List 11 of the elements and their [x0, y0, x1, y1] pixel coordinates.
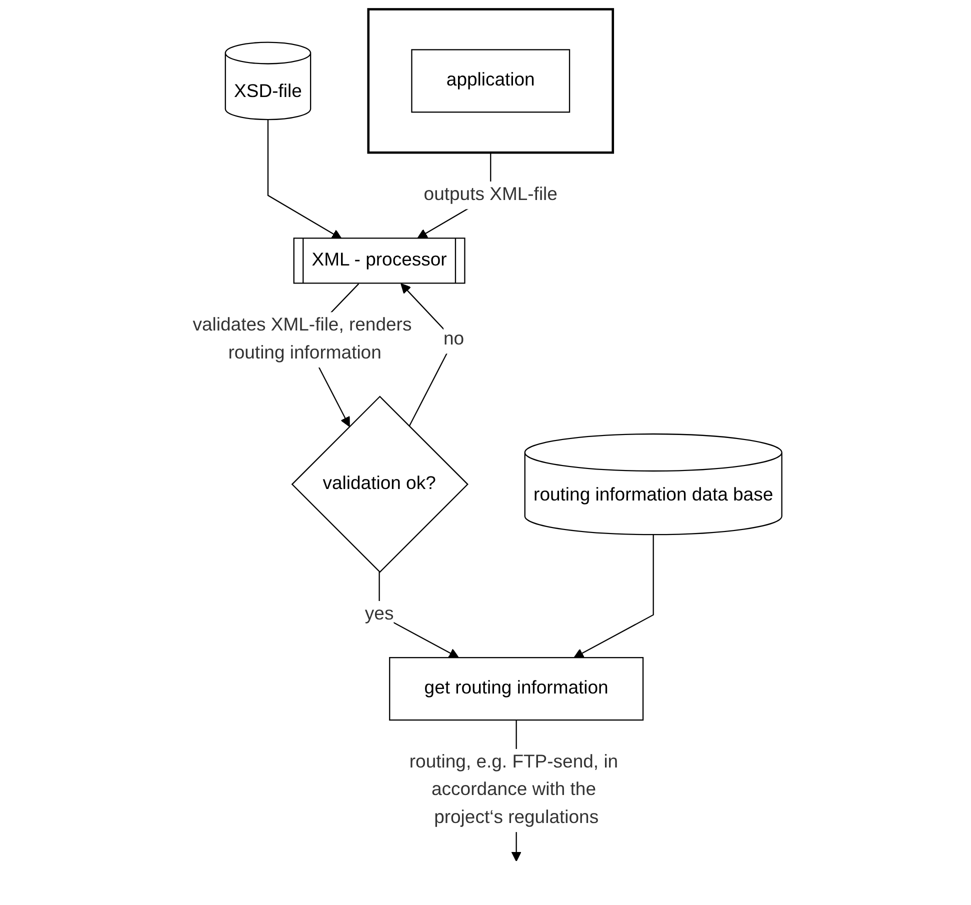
edge-label: outputs XML-file — [424, 184, 558, 205]
cluster — [367, 8, 614, 154]
arrow — [267, 120, 342, 240]
node-box: get routing information — [389, 657, 644, 721]
edge-label: routing, e.g. FTP-send, in accordance with the project‘s regulations — [409, 752, 618, 828]
edge-label: no — [444, 329, 464, 350]
arrow — [574, 534, 654, 658]
node-box: application — [411, 49, 570, 113]
node-diamond: validation ok? — [291, 396, 468, 573]
edge-label: yes — [364, 604, 394, 624]
edge-label: validates XML-file, renders routing information — [192, 316, 412, 363]
